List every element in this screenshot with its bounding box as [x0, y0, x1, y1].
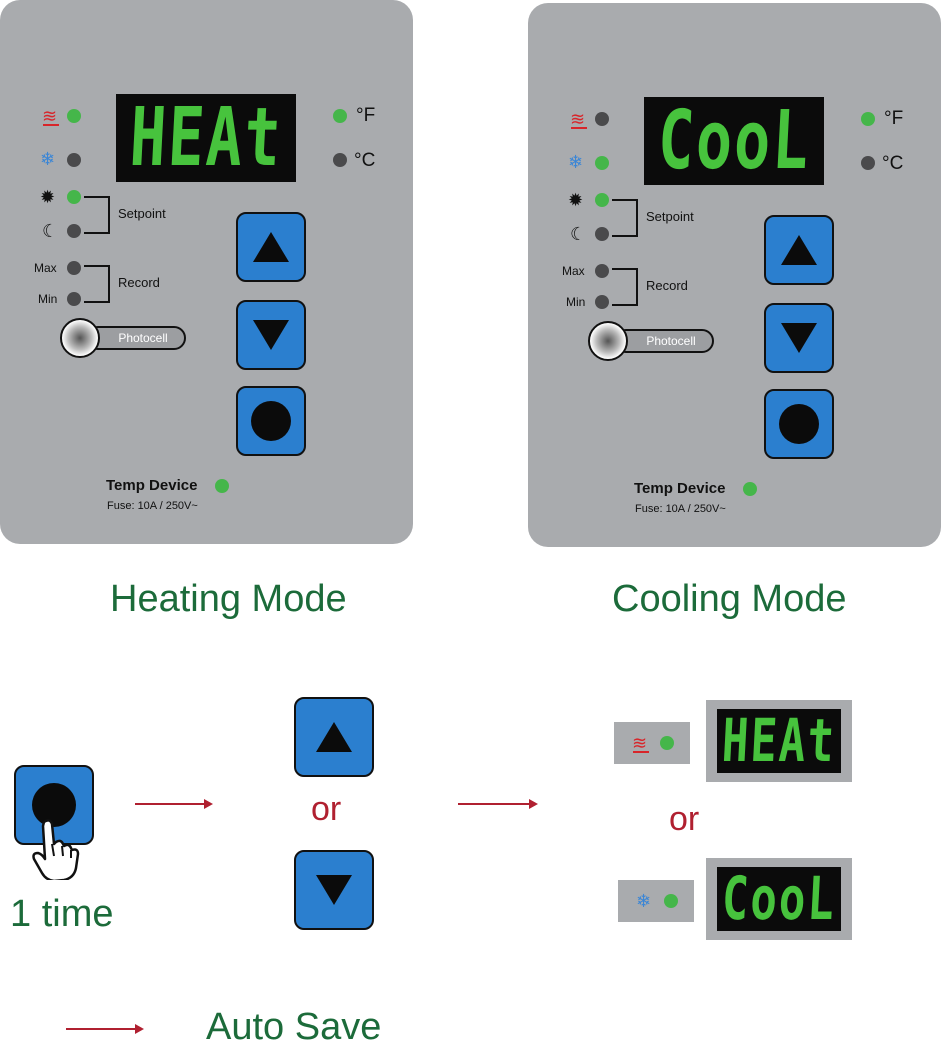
- min-label: Min: [566, 295, 586, 309]
- arrow-down-icon: [253, 320, 289, 350]
- max-label: Max: [562, 264, 585, 278]
- legend-arrow: [66, 1024, 144, 1034]
- press-count-label: 1 time: [10, 893, 114, 935]
- auto-save-label: Auto Save: [206, 1006, 382, 1048]
- lcd-display: HEAt: [717, 706, 841, 776]
- arrow-up-icon: [781, 235, 817, 265]
- cool-indicator-led: [664, 894, 678, 908]
- night-setpoint-led: [595, 227, 609, 241]
- set-button[interactable]: [236, 386, 306, 456]
- set-button-dot-icon: [32, 783, 76, 827]
- moon-icon: ☾: [42, 221, 59, 241]
- fahrenheit-led: [861, 112, 875, 126]
- fuse-label: Fuse: 10A / 250V~: [635, 503, 726, 515]
- arrow-down-icon: [316, 875, 352, 905]
- celsius-label: °C: [354, 150, 376, 171]
- arrow-down-icon: [781, 323, 817, 353]
- arrow-up-icon: [316, 722, 352, 752]
- cool-display-frame: CooL: [706, 858, 852, 940]
- photocell-lens-icon: [60, 318, 100, 358]
- snowflake-icon: ❄: [40, 149, 56, 169]
- lcd-text: CooL: [655, 93, 813, 189]
- cooling-mode-caption: Cooling Mode: [612, 578, 847, 620]
- heat-icon: ≋: [42, 106, 59, 126]
- or-label-1: or: [311, 790, 342, 828]
- heat-indicator-led: [67, 109, 81, 123]
- heat-indicator-led: [660, 736, 674, 750]
- cool-indicator-led: [67, 153, 81, 167]
- photocell-sensor: Photocell: [60, 318, 190, 358]
- fuse-label: Fuse: 10A / 250V~: [107, 500, 198, 512]
- fahrenheit-label: °F: [356, 105, 376, 126]
- min-label: Min: [38, 292, 58, 306]
- heat-indicator-led: [595, 112, 609, 126]
- record-label: Record: [118, 275, 160, 290]
- lcd-display: HEAt: [116, 91, 296, 185]
- down-button[interactable]: [764, 303, 834, 373]
- arrow-up-icon: [253, 232, 289, 262]
- cool-indicator-led: [595, 156, 609, 170]
- celsius-led: [333, 153, 347, 167]
- down-button-step[interactable]: [294, 850, 374, 930]
- snowflake-icon: ❄: [636, 891, 652, 911]
- record-bracket: [612, 268, 638, 306]
- or-label-2: or: [669, 800, 700, 838]
- setpoint-bracket: [612, 199, 638, 237]
- min-record-led: [595, 295, 609, 309]
- set-button-dot-icon: [251, 401, 291, 441]
- heat-display-frame: HEAt: [706, 700, 852, 782]
- up-button[interactable]: [236, 212, 306, 282]
- snowflake-icon: ❄: [568, 152, 584, 172]
- night-setpoint-led: [67, 224, 81, 238]
- set-button[interactable]: [764, 389, 834, 459]
- up-button-step[interactable]: [294, 697, 374, 777]
- moon-icon: ☾: [570, 224, 587, 244]
- setpoint-label: Setpoint: [118, 206, 166, 221]
- lcd-text: HEAt: [720, 706, 838, 776]
- day-setpoint-led: [67, 190, 81, 204]
- celsius-led: [861, 156, 875, 170]
- celsius-label: °C: [882, 153, 904, 174]
- sun-icon: ✹: [40, 187, 56, 207]
- temp-device-label: Temp Device: [106, 477, 198, 494]
- photocell-lens-icon: [588, 321, 628, 361]
- flow-arrow-2: [458, 799, 538, 809]
- heating-mode-panel: ≋ ❄ ✹ ☾ Setpoint Max Min Record Photocel…: [0, 0, 413, 544]
- lcd-text: HEAt: [127, 90, 285, 186]
- fahrenheit-led: [333, 109, 347, 123]
- lcd-display: CooL: [717, 864, 841, 934]
- lcd-display: CooL: [644, 94, 824, 188]
- day-setpoint-led: [595, 193, 609, 207]
- max-record-led: [67, 261, 81, 275]
- setpoint-label: Setpoint: [646, 209, 694, 224]
- heat-icon: ≋: [570, 109, 587, 129]
- temp-device-label: Temp Device: [634, 480, 726, 497]
- cool-indicator-strip: ❄: [618, 880, 694, 922]
- up-button[interactable]: [764, 215, 834, 285]
- hand-pointer-icon: [32, 819, 80, 880]
- record-label: Record: [646, 278, 688, 293]
- power-led: [743, 482, 757, 496]
- flow-arrow-1: [135, 799, 213, 809]
- lcd-text: CooL: [720, 864, 838, 934]
- heat-indicator-strip: ≋: [614, 722, 690, 764]
- heat-icon: ≋: [632, 733, 649, 753]
- power-led: [215, 479, 229, 493]
- heating-mode-caption: Heating Mode: [110, 578, 347, 620]
- down-button[interactable]: [236, 300, 306, 370]
- fahrenheit-label: °F: [884, 108, 904, 129]
- setpoint-bracket: [84, 196, 110, 234]
- photocell-label: Photocell: [86, 326, 186, 350]
- max-label: Max: [34, 261, 57, 275]
- cooling-mode-panel: ≋ ❄ ✹ ☾ Setpoint Max Min Record Photocel…: [528, 3, 941, 547]
- photocell-label: Photocell: [614, 329, 714, 353]
- min-record-led: [67, 292, 81, 306]
- set-button-dot-icon: [779, 404, 819, 444]
- sun-icon: ✹: [568, 190, 584, 210]
- record-bracket: [84, 265, 110, 303]
- max-record-led: [595, 264, 609, 278]
- photocell-sensor: Photocell: [588, 321, 718, 361]
